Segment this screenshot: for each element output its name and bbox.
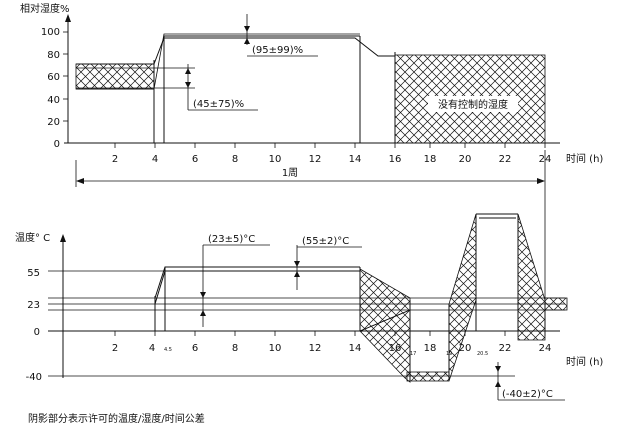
- humidity-x-tick-2: 2: [112, 154, 118, 165]
- humidity-y-ticks: 100 80 60 40 20 0: [41, 27, 68, 150]
- humidity-y-tick-60: 60: [47, 72, 60, 83]
- humidity-x-tick-8: 8: [232, 154, 238, 165]
- humidity-x-tick-16: 16: [389, 154, 402, 165]
- humidity-x-tick-6: 6: [192, 154, 198, 165]
- temperature-tolerance-regions: [359, 213, 568, 383]
- temperature-55-label: (55±2)°C: [302, 236, 349, 247]
- temperature-chart: 温度° C 55 23 0 -40: [15, 213, 603, 401]
- one-week-span: 1周: [75, 150, 546, 300]
- humidity-high-label: (95±99)%: [252, 45, 303, 56]
- temperature-23-label: (23±5)°C: [208, 234, 255, 245]
- temperature-minor-tick-4.5: 4.5: [164, 347, 172, 353]
- temperature-x-tick-12: 12: [309, 343, 322, 354]
- temperature-x-tick-14: 14: [349, 343, 362, 354]
- temperature-x-tick-6: 6: [192, 343, 198, 354]
- humidity-x-unit: 时间 (h): [566, 152, 603, 165]
- temperature-y-arrow: [60, 234, 66, 242]
- temperature-x-tick-22: 22: [499, 343, 512, 354]
- temperature-x-tick-2: 2: [112, 343, 118, 354]
- temperature-y-tick-minus40: -40: [26, 372, 42, 383]
- temperature-profile: [154, 213, 546, 381]
- humidity-x-tick-18: 18: [424, 154, 437, 165]
- humidity-x-tick-20: 20: [459, 154, 472, 165]
- temperature-x-tick-18: 18: [424, 343, 437, 354]
- humidity-x-ticks: 2 4 6 8 10 12 14 16 18 20 22 24: [112, 143, 551, 165]
- temperature-minus40-annotation: (-40±2)°C: [495, 362, 565, 401]
- temperature-x-tick-24: 24: [539, 343, 552, 354]
- uncontrolled-humidity-label: 没有控制的湿度: [438, 98, 508, 111]
- temperature-55-annotation: (55±2)°C: [294, 236, 362, 290]
- humidity-x-tick-22: 22: [499, 154, 512, 165]
- humidity-x-tick-14: 14: [349, 154, 362, 165]
- temperature-x-tick-10: 10: [269, 343, 282, 354]
- humidity-y-tick-100: 100: [41, 27, 60, 38]
- humidity-y-tick-20: 20: [47, 117, 60, 128]
- humidity-profile: [76, 33, 396, 143]
- temperature-23-annotation: (23±5)°C: [200, 234, 270, 327]
- temperature-y-ticks: 55 23 0 -40: [26, 268, 42, 383]
- temperature-minor-tick-20.5: 20.5: [477, 351, 488, 357]
- one-week-label: 1周: [282, 167, 298, 179]
- humidity-y-tick-80: 80: [47, 50, 60, 61]
- temperature-x-tick-8: 8: [232, 343, 238, 354]
- temperature-y-tick-55: 55: [27, 268, 40, 279]
- humidity-y-tick-0: 0: [54, 139, 60, 150]
- temperature-x-unit: 时间 (h): [566, 355, 603, 368]
- humidity-x-tick-10: 10: [269, 154, 282, 165]
- temperature-minor-tick-17: 17: [410, 351, 416, 357]
- humidity-low-label: (45±75)%: [193, 99, 244, 110]
- humidity-x-tick-4: 4: [152, 154, 158, 165]
- humidity-chart: 相对湿度% 100 80 60 40 20 0: [20, 2, 603, 300]
- caption: 阴影部分表示许可的温度/湿度/时间公差: [28, 412, 205, 425]
- temperature-minus40-label: (-40±2)°C: [502, 389, 553, 400]
- temperature-y-tick-23: 23: [27, 300, 40, 311]
- temperature-x-ticks: 2 4 6 8 10 12 14 16 18 20 22 24 4.5 17 1…: [112, 331, 552, 357]
- temperature-x-tick-20: 20: [459, 343, 472, 354]
- humidity-low-annotation: (45±75)%: [185, 64, 258, 111]
- temperature-x-tick-4: 4: [149, 343, 155, 354]
- humidity-high-annotation: (95±99)%: [244, 14, 318, 57]
- temperature-y-tick-0: 0: [34, 327, 40, 338]
- humidity-y-arrow: [65, 14, 71, 22]
- temperature-y-axis-label: 温度° C: [15, 231, 50, 244]
- humidity-y-axis-label: 相对湿度%: [20, 2, 70, 15]
- humidity-x-tick-12: 12: [309, 154, 322, 165]
- humidity-y-tick-40: 40: [47, 95, 60, 106]
